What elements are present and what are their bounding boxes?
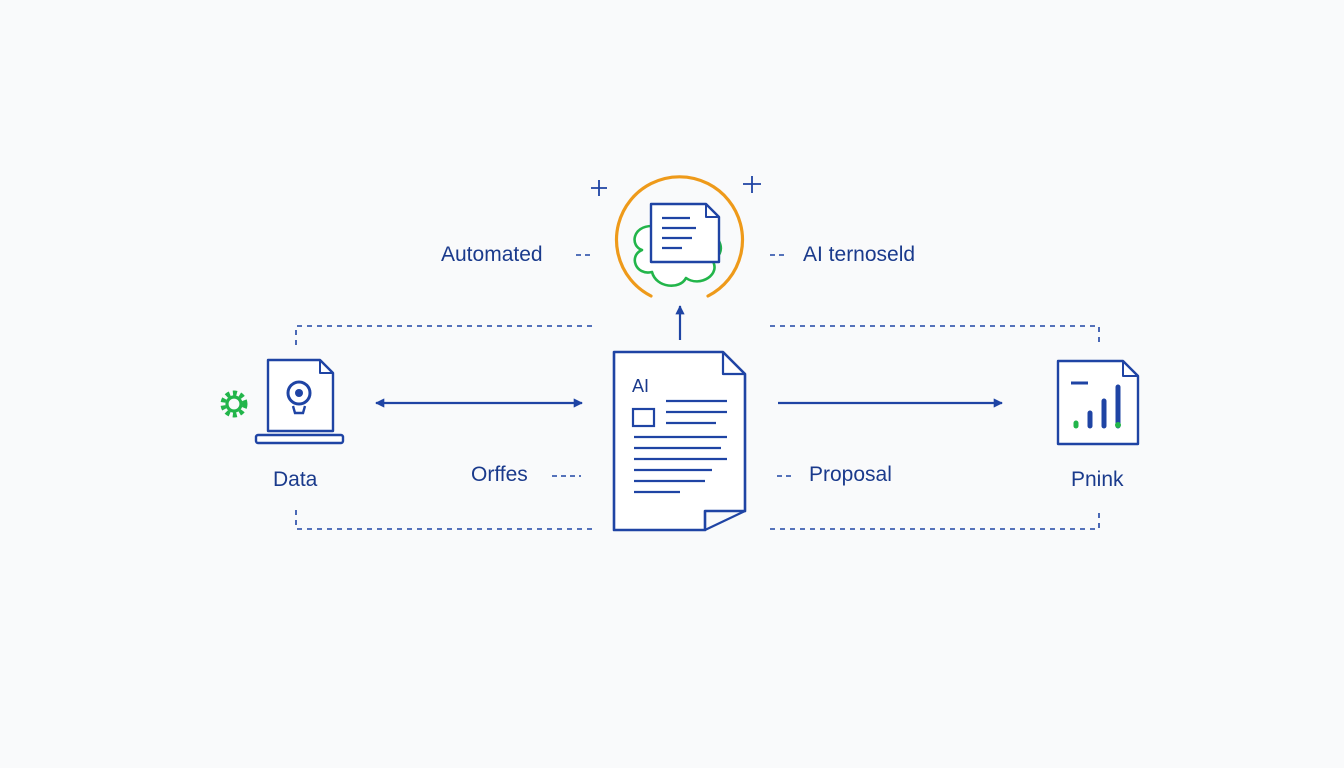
label-dashes <box>552 254 794 477</box>
ai-brain-document-icon <box>614 175 745 298</box>
label-orffes: Orffes <box>471 463 528 486</box>
frame-top-right <box>770 325 1100 345</box>
flow-arrows <box>375 305 1003 408</box>
label-pnink: Pnink <box>1071 468 1124 491</box>
document-fold <box>705 204 719 218</box>
laptop-lightbulb-icon <box>254 358 345 445</box>
frame-bottom-right <box>770 510 1100 530</box>
document-sheet <box>649 202 721 264</box>
gear-icon <box>220 390 248 418</box>
dashed-frame <box>295 325 1100 530</box>
plus-icon <box>743 176 761 193</box>
plus-icon <box>591 180 607 196</box>
label-ai-ternoseld: AI ternoseld <box>803 243 916 266</box>
frame-bottom-left <box>295 510 592 530</box>
label-proposal: Proposal <box>809 463 892 486</box>
label-data: Data <box>273 468 318 491</box>
orange-ring <box>614 175 745 298</box>
label-automated: Automated <box>441 243 543 266</box>
proposal-document-icon <box>612 350 747 532</box>
document-ai-tag: AI <box>632 376 650 396</box>
chart-document-icon <box>1056 359 1140 446</box>
frame-top-left <box>295 325 592 345</box>
